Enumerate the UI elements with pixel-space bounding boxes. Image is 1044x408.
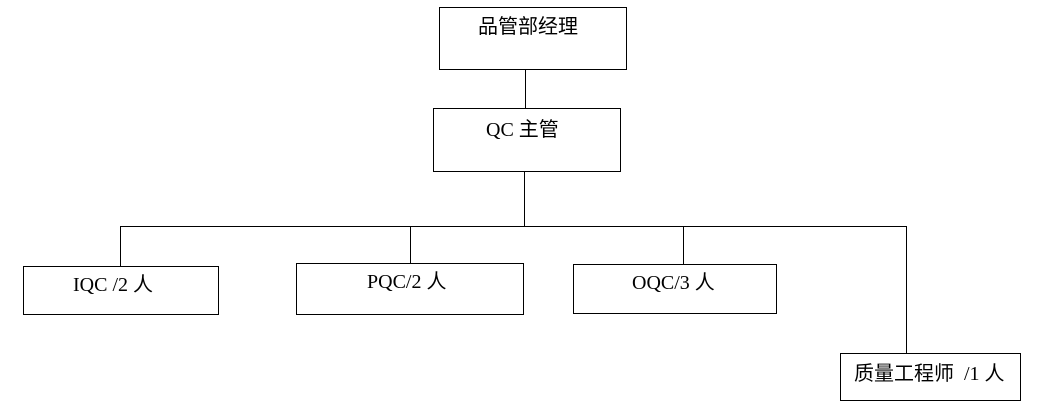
node-oqc-label: OQC/3 人 xyxy=(632,272,715,294)
node-iqc-label: IQC /2 人 xyxy=(73,274,153,296)
node-pqc-label: PQC/2 人 xyxy=(367,271,447,293)
connector-pqc xyxy=(410,226,411,264)
connector-manager-supervisor xyxy=(525,69,526,109)
node-pqc: PQC/2 人 xyxy=(296,263,524,315)
node-quality-engineer-label: 质量工程师 /1 人 xyxy=(854,363,1005,385)
node-qc-supervisor: QC 主管 xyxy=(433,108,621,172)
connector-iqc xyxy=(120,226,121,267)
node-iqc: IQC /2 人 xyxy=(23,266,219,315)
node-manager-label: 品管部经理 xyxy=(478,16,578,38)
connector-horizontal-bus xyxy=(120,226,907,227)
connector-supervisor-down xyxy=(524,171,525,226)
node-qc-supervisor-label: QC 主管 xyxy=(486,119,559,141)
connector-quality-engineer xyxy=(906,226,907,354)
node-oqc: OQC/3 人 xyxy=(573,264,777,314)
connector-oqc xyxy=(683,226,684,265)
node-manager: 品管部经理 xyxy=(439,7,627,70)
node-quality-engineer: 质量工程师 /1 人 xyxy=(840,353,1021,401)
